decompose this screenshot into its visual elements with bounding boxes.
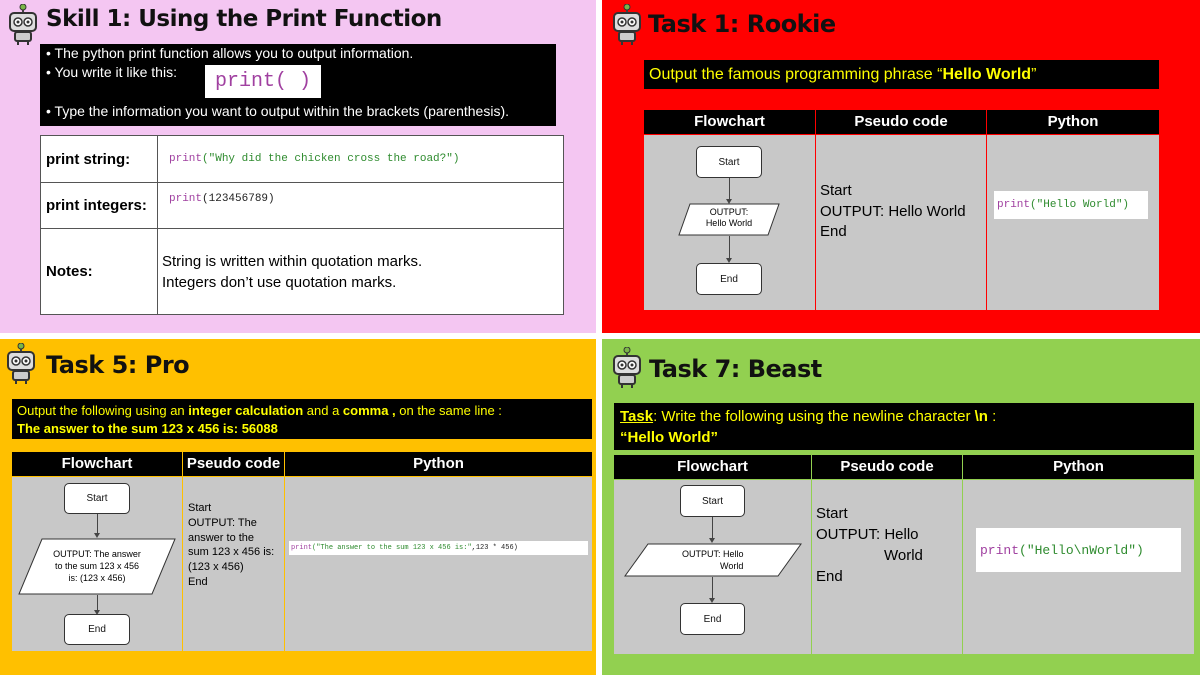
print-example: print( ) (205, 65, 321, 98)
robot-icon (7, 343, 35, 384)
code-string: ("Hello\nWorld") (1019, 542, 1144, 558)
code-string: ("Hello World") (1030, 199, 1130, 211)
task7-python-code: print("Hello\nWorld") (976, 528, 1181, 572)
task1-title: Task 1: Rookie (648, 10, 836, 38)
task5-flow-output: OUTPUT: The answer to the sum 123 x 456 … (53, 549, 141, 583)
task5-flow-start: Start (64, 483, 130, 514)
task1-header-flowchart: Flowchart (644, 110, 815, 134)
notes-line-1: String is written within quotation marks… (162, 253, 423, 270)
task5-header-pseudo: Pseudo code (183, 452, 284, 476)
print-integers-code: print(123456789) (169, 193, 275, 205)
task5-pseudo-code: Start OUTPUT: The answer to the sum 123 … (188, 502, 275, 588)
task5-header-flowchart: Flowchart (12, 452, 182, 476)
task7-header-flowchart: Flowchart (614, 455, 811, 479)
task5-flow-output-shape (18, 538, 176, 595)
task5-python-code: print ("The answer to the sum 123 x 456 … (289, 541, 588, 555)
task7-flow-start: Start (680, 485, 745, 517)
task1-instruction-text: Output the famous programming phrase “ (649, 66, 943, 83)
task1-python-code: print("Hello World") (994, 191, 1148, 219)
skill1-panel: Skill 1: Using the Print Function • The … (0, 0, 596, 333)
task5-panel: Task 5: Pro Output the following using a… (0, 339, 596, 675)
code-string: ("The answer to the sum 123 x 456 is:" (312, 544, 472, 552)
task7-header-python: Python (963, 455, 1194, 479)
task1-panel: Task 1: Rookie Output the famous program… (602, 0, 1200, 333)
task5-pseudo-cell (183, 477, 284, 651)
task1-python-cell (987, 135, 1159, 310)
task7-flow-output: OUTPUT: Hello World (682, 549, 744, 571)
row-label-notes: Notes: (46, 263, 93, 280)
task7-pseudo-code: Start OUTPUT: Hello World End (816, 505, 923, 585)
row-label-print-integers: print integers: (46, 197, 147, 214)
code-keyword: print (291, 544, 313, 552)
code-number: (123456789) (202, 193, 275, 205)
robot-icon (613, 4, 641, 45)
task5-flow-end: End (64, 614, 130, 645)
task7-instruction: Task: Write the following using the newl… (614, 403, 1194, 450)
task1-instruction-suffix: ” (1031, 66, 1037, 83)
skill1-info-box: • The python print function allows you t… (40, 44, 556, 126)
notes-line-2: Integers don’t use quotation marks. (162, 274, 397, 291)
row-label-print-string: print string: (46, 151, 131, 168)
task7-flow-end: End (680, 603, 745, 635)
code-number: ,123 * 456) (471, 544, 518, 552)
robot-icon (9, 4, 37, 45)
task1-flow-output-shape (678, 203, 780, 236)
task7-header-pseudo: Pseudo code (812, 455, 962, 479)
task7-title: Task 7: Beast (649, 355, 822, 383)
task1-pseudo-code: Start OUTPUT: Hello World End (820, 182, 966, 240)
skill1-title: Skill 1: Using the Print Function (46, 6, 442, 32)
print-string-code: print("Why did the chicken cross the roa… (169, 153, 459, 165)
robot-icon (613, 347, 641, 388)
skill1-bullet-3: • Type the information you want to outpu… (46, 103, 510, 119)
skill1-bullet-1: • The python print function allows you t… (46, 45, 414, 61)
task1-header-pseudo: Pseudo code (816, 110, 986, 134)
task1-instruction: Output the famous programming phrase “He… (644, 60, 1159, 89)
task5-title: Task 5: Pro (46, 351, 190, 379)
task5-python-cell (285, 477, 592, 651)
task5-header-python: Python (285, 452, 592, 476)
code-keyword: print (980, 542, 1020, 558)
task5-instruction: Output the following using an integer ca… (12, 399, 592, 439)
task7-panel: Task 7: Beast Task: Write the following … (602, 339, 1200, 675)
code-keyword: print (169, 193, 203, 205)
code-string: ("Why did the chicken cross the road?") (202, 153, 460, 165)
task7-flow-output-shape (624, 543, 802, 577)
task1-pseudo-cell (816, 135, 986, 310)
task1-flow-output: OUTPUT: Hello World (705, 207, 753, 228)
task7-pseudo-cell (812, 480, 962, 654)
skill1-bullet-2: • You write it like this: (46, 64, 177, 80)
code-keyword: print (997, 199, 1031, 211)
skill1-table: print string: print("Why did the chicken… (40, 135, 564, 315)
task1-flow-start: Start (696, 146, 762, 178)
task1-header-python: Python (987, 110, 1159, 134)
task1-instruction-bold: Hello World (942, 66, 1032, 83)
task1-flow-end: End (696, 263, 762, 295)
code-keyword: print (169, 153, 203, 165)
